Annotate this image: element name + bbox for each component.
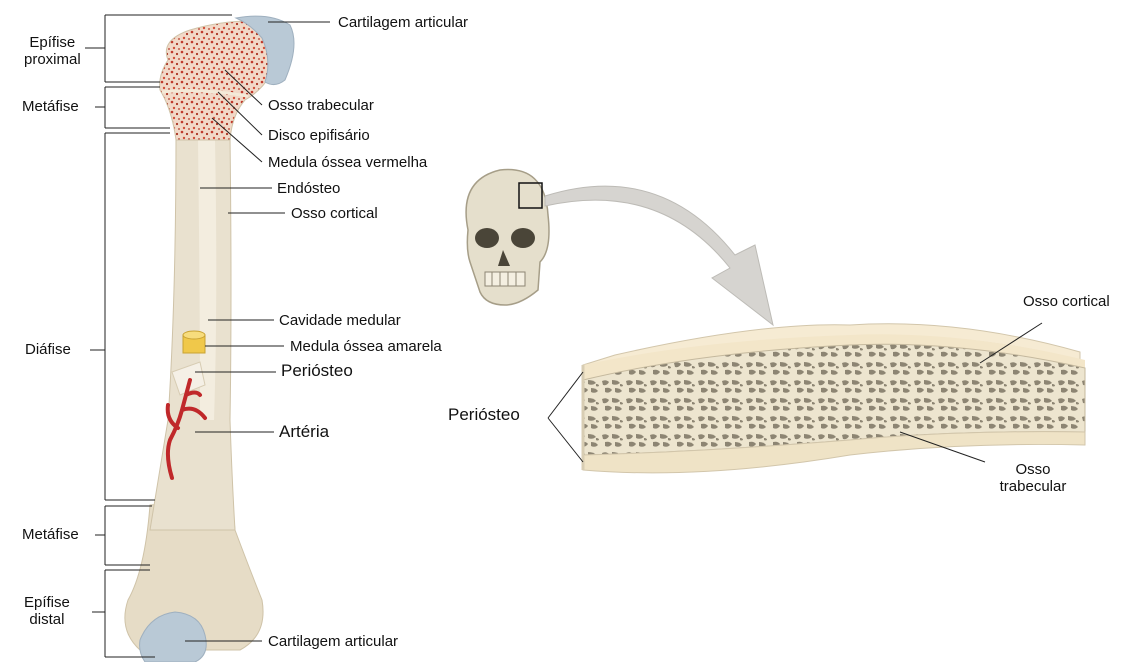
artery-label: Artéria (279, 423, 329, 440)
section-trabecular-bone-label: Osso trabecular (993, 461, 1073, 495)
metaphysis-bottom-label: Metáfise (22, 526, 79, 543)
yellow-marrow-label: Medula óssea amarela (290, 338, 442, 355)
medullary-cavity-label: Cavidade medular (279, 312, 401, 329)
skull-illustration (466, 170, 549, 305)
metaphysis-top-label: Metáfise (22, 98, 79, 115)
epiphyseal-plate-label: Disco epifisário (268, 127, 370, 144)
compact-bone-label: Osso cortical (291, 205, 378, 222)
red-marrow-label: Medula óssea vermelha (268, 154, 427, 171)
articular-cartilage-bottom-label: Cartilagem articular (268, 633, 398, 650)
yellow-marrow-cylinder (183, 331, 205, 353)
periosteum-label: Periósteo (281, 362, 353, 379)
distal-epiphysis-label: Epífise distal (24, 594, 70, 628)
articular-cartilage-top-label: Cartilagem articular (338, 14, 468, 31)
section-periosteum-label: Periósteo (448, 406, 520, 423)
bone-section-block (583, 324, 1085, 473)
proximal-epiphysis-label: Epífise proximal (24, 34, 81, 68)
section-compact-bone-label: Osso cortical (1023, 293, 1110, 310)
endosteum-label: Endósteo (277, 180, 340, 197)
trabecular-bone-label: Osso trabecular (268, 97, 374, 114)
zoom-arrow (545, 186, 773, 325)
diaphysis-label: Diáfise (25, 341, 71, 358)
